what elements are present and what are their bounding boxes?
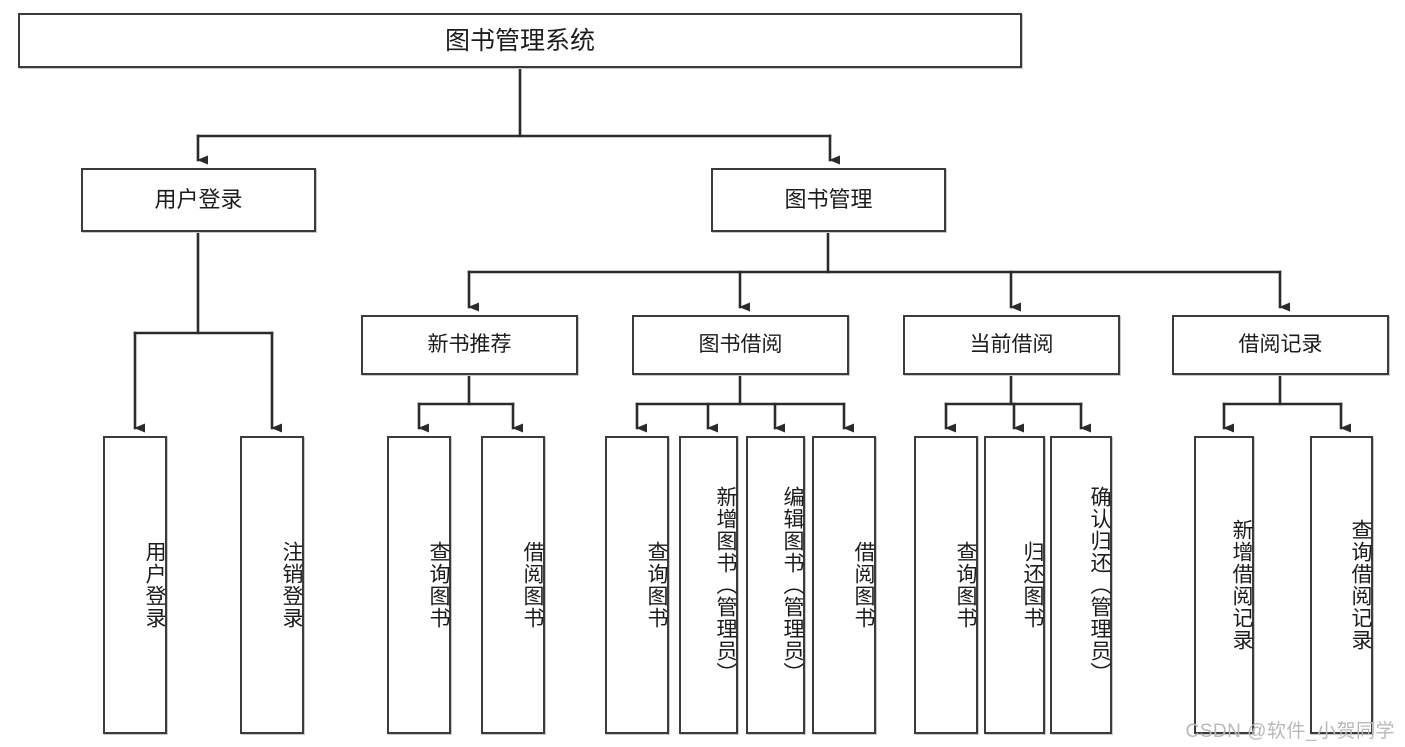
node-label: 借阅记录 bbox=[1238, 332, 1323, 356]
node-label: 注销登录 bbox=[280, 541, 303, 629]
leaf-user-login-logout[interactable]: 注销登录 bbox=[240, 436, 304, 734]
node-label: 借阅图书 bbox=[521, 541, 544, 629]
node-current-borrow[interactable]: 当前借阅 bbox=[903, 315, 1120, 375]
node-label: 新增借阅记录 bbox=[1230, 519, 1253, 651]
leaf-borrow-record-query-record[interactable]: 查询借阅记录 bbox=[1310, 436, 1373, 734]
node-label: 确认归还（管理员） bbox=[1088, 486, 1111, 684]
leaf-book-borrow-edit-book-admin[interactable]: 编辑图书（管理员） bbox=[746, 436, 805, 734]
leaf-book-borrow-add-book-admin[interactable]: 新增图书（管理员） bbox=[679, 436, 738, 734]
leaf-current-borrow-return-books[interactable]: 归还图书 bbox=[984, 436, 1045, 734]
node-label: 用户登录 bbox=[143, 541, 166, 629]
node-label: 查询图书 bbox=[427, 541, 450, 629]
node-book-borrow[interactable]: 图书借阅 bbox=[632, 315, 849, 375]
leaf-book-borrow-query-books[interactable]: 查询图书 bbox=[605, 436, 669, 734]
node-label: 借阅图书 bbox=[852, 541, 875, 629]
node-label: 用户登录 bbox=[154, 186, 243, 212]
node-label: 归还图书 bbox=[1021, 541, 1044, 629]
node-label: 查询借阅记录 bbox=[1349, 519, 1372, 651]
node-label: 图书借阅 bbox=[698, 332, 783, 356]
node-book-management[interactable]: 图书管理 bbox=[711, 168, 946, 232]
node-label: 当前借阅 bbox=[969, 332, 1054, 356]
node-label: 图书管理系统 bbox=[444, 26, 595, 55]
node-label: 查询图书 bbox=[954, 541, 977, 629]
node-root-book-management-system[interactable]: 图书管理系统 bbox=[18, 13, 1022, 68]
node-label: 编辑图书（管理员） bbox=[781, 486, 804, 684]
leaf-new-book-borrow-books[interactable]: 借阅图书 bbox=[481, 436, 545, 734]
node-label: 查询图书 bbox=[645, 541, 668, 629]
leaf-user-login-login[interactable]: 用户登录 bbox=[103, 436, 167, 734]
node-new-book-recommend[interactable]: 新书推荐 bbox=[361, 315, 578, 375]
leaf-current-borrow-query-books[interactable]: 查询图书 bbox=[914, 436, 978, 734]
leaf-borrow-record-add-record[interactable]: 新增借阅记录 bbox=[1194, 436, 1254, 734]
leaf-book-borrow-borrow-books[interactable]: 借阅图书 bbox=[812, 436, 876, 734]
node-label: 新书推荐 bbox=[427, 332, 512, 356]
node-borrow-record[interactable]: 借阅记录 bbox=[1172, 315, 1389, 375]
leaf-current-borrow-confirm-return-admin[interactable]: 确认归还（管理员） bbox=[1050, 436, 1112, 734]
node-label: 图书管理 bbox=[784, 186, 873, 212]
csdn-watermark: CSDN @软件_小贺同学 bbox=[1185, 721, 1395, 742]
node-label: 新增图书（管理员） bbox=[714, 486, 737, 684]
node-user-login[interactable]: 用户登录 bbox=[81, 168, 316, 232]
leaf-new-book-query-books[interactable]: 查询图书 bbox=[387, 436, 451, 734]
